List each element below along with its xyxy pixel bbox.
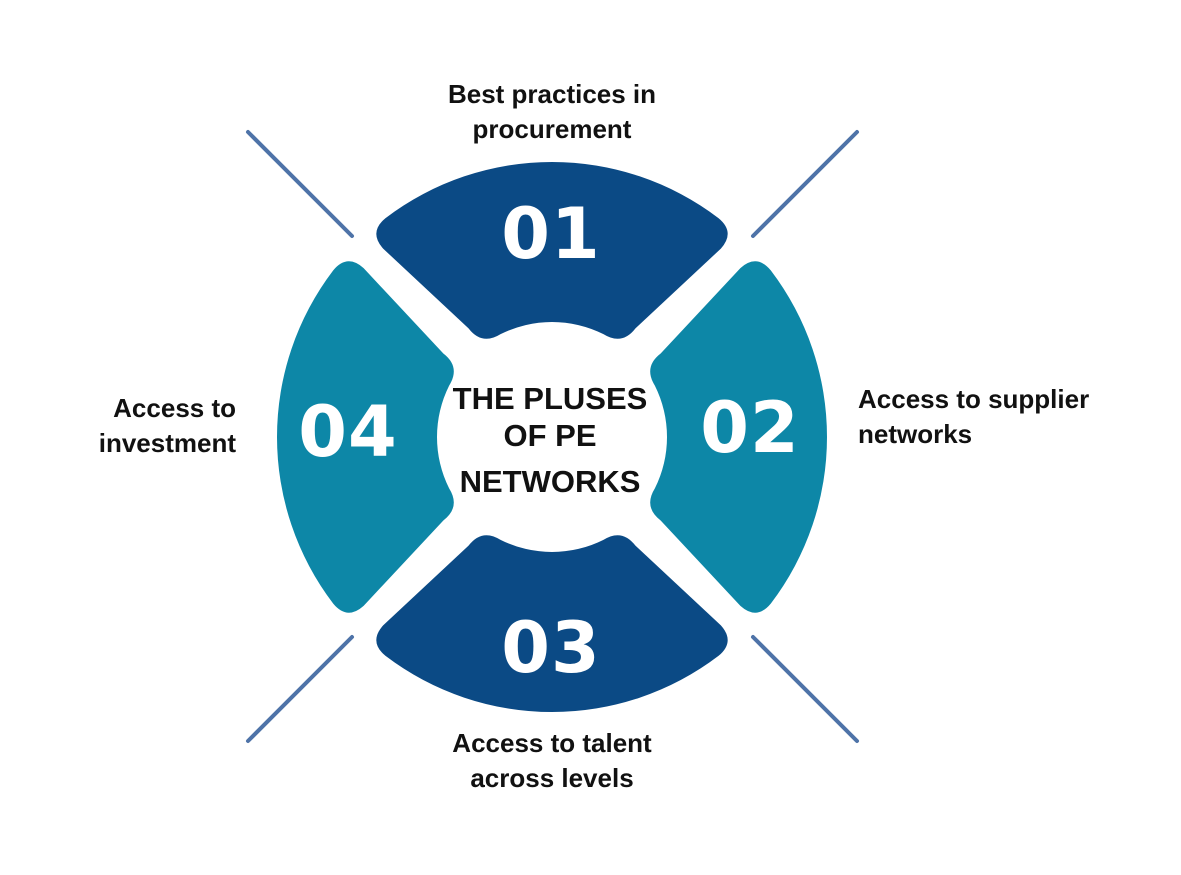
segment-04-number: 04 bbox=[298, 391, 397, 473]
ring-segments bbox=[277, 162, 827, 712]
label-04: Access to investment bbox=[36, 391, 236, 461]
diagonal-line-top-left bbox=[246, 130, 354, 238]
segment-02 bbox=[650, 261, 827, 613]
segment-01 bbox=[376, 162, 728, 339]
diagonal-line-top-right bbox=[751, 130, 859, 238]
label-02: Access to supplier networks bbox=[858, 382, 1158, 452]
diagonal-line-bottom-right bbox=[751, 635, 859, 743]
segment-01-number: 01 bbox=[501, 193, 600, 275]
diagonal-line-bottom-left bbox=[246, 635, 354, 743]
label-01-line-1: Best practices in bbox=[447, 79, 657, 109]
label-03: Access to talent across levels bbox=[402, 726, 702, 796]
segment-04 bbox=[277, 261, 454, 613]
center-title-line-2: OF PE bbox=[503, 418, 596, 453]
segment-03-number: 03 bbox=[501, 607, 600, 689]
label-01-line-2: procurement bbox=[472, 114, 632, 144]
label-02-line-2: networks bbox=[858, 419, 973, 449]
label-01: Best practices in procurement bbox=[402, 77, 702, 147]
label-03-line-2: across levels bbox=[470, 763, 634, 793]
label-04-line-2: investment bbox=[98, 428, 236, 458]
center-title: THE PLUSES OF PE NETWORKS bbox=[453, 381, 648, 499]
segment-03 bbox=[376, 535, 728, 712]
label-02-line-1: Access to supplier bbox=[858, 384, 1090, 414]
center-title-line-1: THE PLUSES bbox=[453, 381, 648, 416]
segment-02-number: 02 bbox=[700, 387, 799, 469]
center-title-line-3: NETWORKS bbox=[460, 464, 641, 499]
diagonal-lines bbox=[246, 130, 859, 743]
label-03-line-1: Access to talent bbox=[452, 728, 652, 758]
label-04-line-1: Access to bbox=[113, 393, 236, 423]
